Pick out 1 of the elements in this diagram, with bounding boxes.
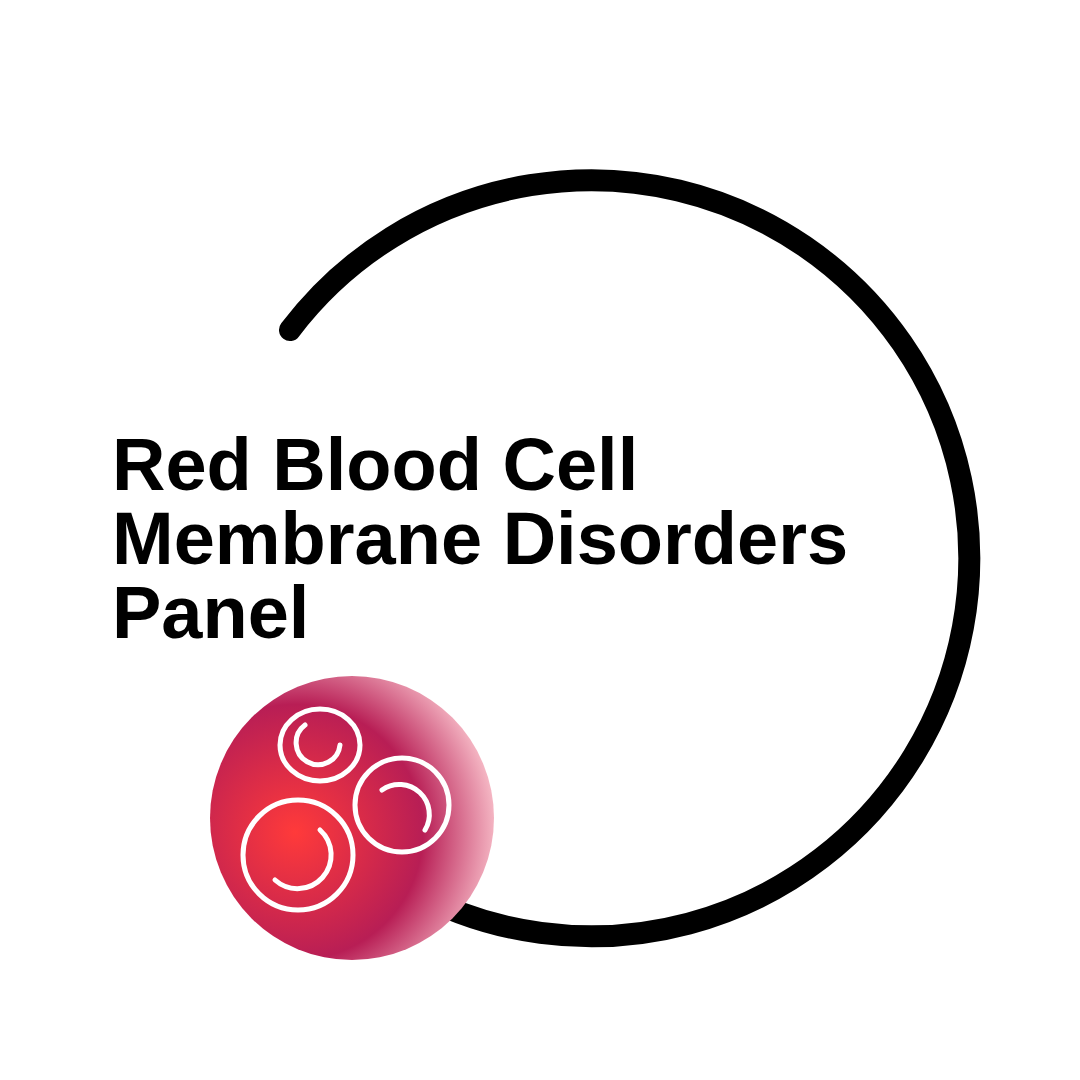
title: Red Blood Cell Membrane Disorders Panel	[112, 428, 850, 650]
